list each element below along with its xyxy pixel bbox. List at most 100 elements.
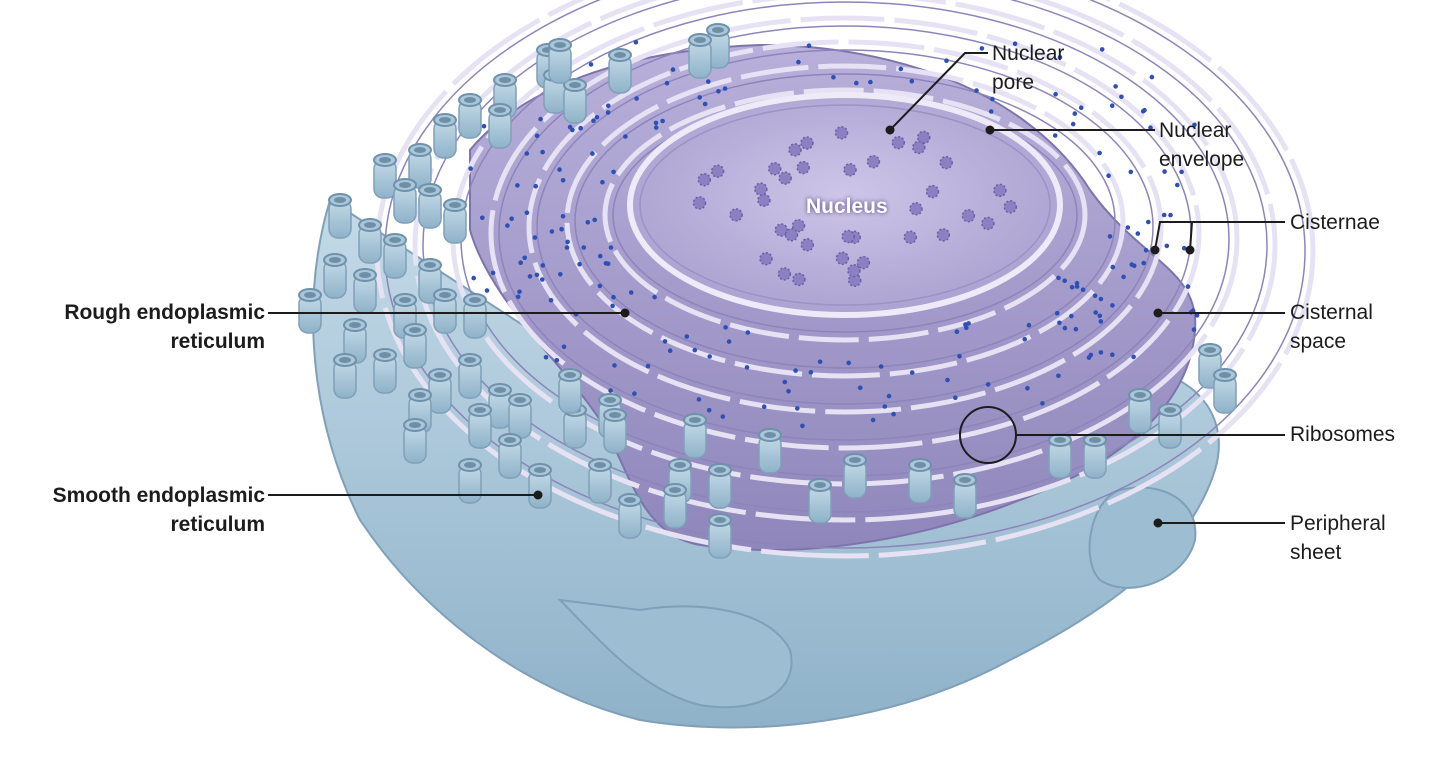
ribosome bbox=[491, 271, 496, 276]
nuclear-pore bbox=[694, 197, 706, 209]
ribosome bbox=[634, 96, 639, 101]
ribosome bbox=[868, 80, 873, 85]
ribosome bbox=[1057, 321, 1062, 326]
smooth-er-label-line2: reticulum bbox=[53, 510, 265, 539]
ribosome bbox=[1055, 311, 1060, 316]
cisternal-space-label-line1: Cisternal bbox=[1290, 298, 1373, 327]
tubule-lumen bbox=[409, 327, 421, 333]
nuclear-pore bbox=[789, 144, 801, 156]
tubule-lumen bbox=[464, 357, 476, 363]
tubule-lumen bbox=[469, 297, 481, 303]
ribosome bbox=[591, 118, 596, 123]
ribosome bbox=[697, 397, 702, 402]
ribosome bbox=[654, 125, 659, 130]
ribosome bbox=[887, 394, 892, 399]
ribosome bbox=[879, 364, 884, 369]
tubule-lumen bbox=[714, 467, 726, 473]
ribosome bbox=[1131, 355, 1136, 360]
nuclear-pore bbox=[801, 137, 813, 149]
tubule-lumen bbox=[959, 477, 971, 483]
ribosome bbox=[707, 354, 712, 359]
ribosome bbox=[1075, 281, 1080, 286]
ribosome bbox=[1027, 323, 1032, 328]
tubule-lumen bbox=[424, 262, 436, 268]
ribosome bbox=[610, 304, 615, 309]
ribosome bbox=[544, 355, 549, 360]
tubule-lumen bbox=[849, 457, 861, 463]
nuclear-pore bbox=[962, 210, 974, 222]
ribosome bbox=[1070, 285, 1075, 290]
ribosome bbox=[1141, 261, 1146, 266]
ribosome bbox=[663, 339, 668, 344]
nuclear-pore bbox=[904, 231, 916, 243]
ribosome bbox=[762, 404, 767, 409]
ribosome bbox=[1093, 294, 1098, 299]
ribosome bbox=[522, 255, 527, 260]
ribosome bbox=[609, 245, 614, 250]
ribosome bbox=[1062, 278, 1067, 283]
nuclear-pore bbox=[730, 209, 742, 221]
ribosome bbox=[1071, 122, 1076, 127]
nuclear-pore-label-line1: Nuclear bbox=[992, 39, 1064, 68]
tubule-lumen bbox=[499, 77, 511, 83]
ribosome bbox=[485, 288, 490, 293]
ribosome bbox=[1110, 352, 1115, 357]
tubule-lumen bbox=[609, 412, 621, 418]
nuclear-pore bbox=[857, 257, 869, 269]
nuclear-pore bbox=[793, 273, 805, 285]
nuclear-pore bbox=[755, 183, 767, 195]
ribosome bbox=[786, 389, 791, 394]
nuclear-pore bbox=[913, 141, 925, 153]
cisternal-space-label-line2: space bbox=[1290, 327, 1373, 356]
ribosome bbox=[1129, 170, 1134, 175]
tubule-lumen bbox=[379, 157, 391, 163]
ribosome bbox=[1119, 95, 1124, 100]
ribosome bbox=[1099, 297, 1104, 302]
ribosome bbox=[1022, 337, 1027, 342]
ribosome bbox=[963, 322, 968, 327]
ribosome bbox=[807, 43, 812, 48]
ribosome bbox=[1053, 133, 1058, 138]
ribosome bbox=[525, 151, 530, 156]
nuclear-pore bbox=[698, 174, 710, 186]
nuclear-pore bbox=[994, 184, 1006, 196]
ribosome bbox=[598, 284, 603, 289]
nuclear-pore bbox=[778, 268, 790, 280]
nuclear-pore bbox=[867, 156, 879, 168]
tubule-lumen bbox=[359, 272, 371, 278]
ribosome bbox=[565, 240, 570, 245]
ribosome bbox=[1025, 386, 1030, 391]
nuclear-pore bbox=[769, 163, 781, 175]
tubule-lumen bbox=[764, 432, 776, 438]
ribosome bbox=[693, 348, 698, 353]
tubule-lumen bbox=[1204, 347, 1216, 353]
tubule-lumen bbox=[514, 397, 526, 403]
tubule-lumen bbox=[409, 422, 421, 428]
ribosome bbox=[1100, 47, 1105, 52]
ribosome bbox=[540, 277, 545, 282]
ribosome bbox=[1146, 220, 1151, 225]
ribosome bbox=[582, 245, 587, 250]
tubule-lumen bbox=[349, 322, 361, 328]
ribosome bbox=[535, 134, 540, 139]
ribosome bbox=[953, 395, 958, 400]
ribosome bbox=[957, 354, 962, 359]
nuclear-pore bbox=[844, 164, 856, 176]
ribosome bbox=[540, 150, 545, 155]
peripheral-sheet-label-line2: sheet bbox=[1290, 538, 1386, 567]
nuclear-pore bbox=[801, 239, 813, 251]
ribosome bbox=[592, 218, 597, 223]
nuclear-pore bbox=[842, 231, 854, 243]
ribosome bbox=[1142, 108, 1147, 113]
ribosome bbox=[1168, 213, 1173, 218]
nuclear-pore bbox=[1004, 201, 1016, 213]
nuclear-pore bbox=[760, 253, 772, 265]
ribosome bbox=[818, 359, 823, 364]
ribosome bbox=[538, 117, 543, 122]
ribosome bbox=[612, 363, 617, 368]
tubule-lumen bbox=[1219, 372, 1231, 378]
ribosome bbox=[565, 245, 570, 250]
ribosome bbox=[1063, 326, 1068, 331]
ribosome bbox=[723, 325, 728, 330]
